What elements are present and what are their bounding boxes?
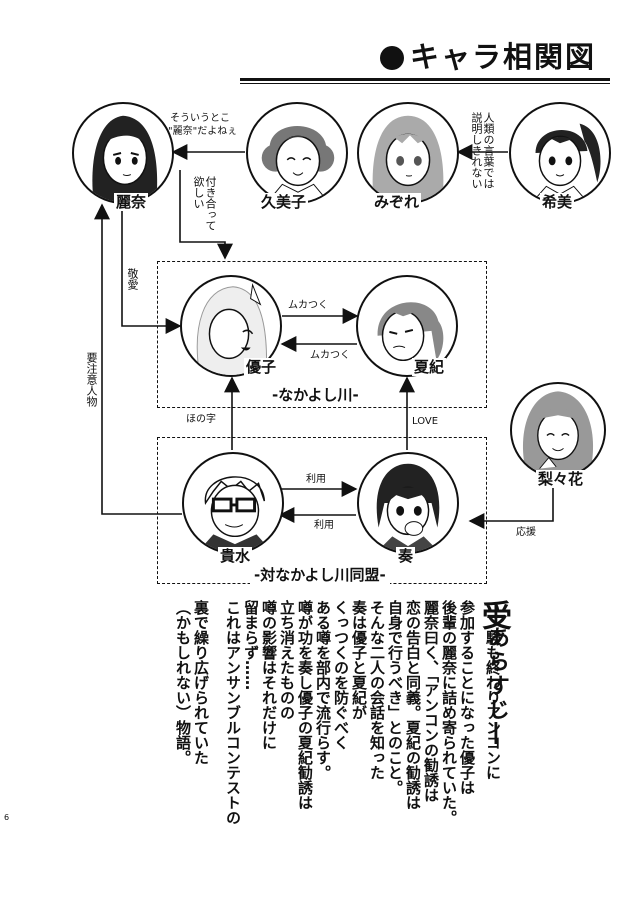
synopsis-line: 自身で行うべき」とのこと。 [386, 600, 404, 795]
label-reina-respect: 敬愛 [126, 268, 139, 290]
portrait-ririka [510, 382, 606, 478]
synopsis-line: 留まらず…… [242, 600, 260, 690]
takami-face-icon [197, 476, 273, 552]
group-label-nakayoshi: -なかよし川- [268, 384, 363, 405]
label-yuko-natsuki: ムカつく [288, 300, 328, 311]
label-kanade-natsuki: LOVE [412, 416, 439, 427]
synopsis-line: 参加することになった優子は [458, 600, 476, 795]
mizore-face-icon [372, 115, 444, 202]
name-nozomi: 希美 [540, 193, 575, 211]
name-reina: 麗奈 [114, 193, 149, 211]
kanade-face-icon [376, 463, 440, 552]
name-yuko: 優子 [244, 358, 279, 376]
portrait-takami [182, 452, 284, 554]
synopsis-line: 裏で繰り広げられていた [192, 600, 210, 765]
synopsis-line: 噂が功を奏し優子の夏紀勧誘は [296, 600, 314, 810]
label-reina-yuko-request-1: 付き合って [204, 176, 217, 231]
reina-face-icon [92, 115, 158, 202]
kumiko-face-icon [261, 126, 335, 202]
page-number: 6 [4, 813, 10, 822]
portrait-mizore [357, 102, 459, 204]
label-reina-yuko-request-2: 欲しい [192, 176, 205, 209]
name-takami: 貴水 [218, 547, 253, 565]
arrow-reina-yuko-request [179, 170, 233, 260]
arrow-ririka-kanade [468, 488, 554, 529]
portrait-reina [72, 102, 174, 204]
name-kanade: 奏 [396, 547, 416, 565]
portrait-nozomi [509, 102, 611, 204]
title-underline-thin [240, 83, 610, 84]
label-nozomi-mizore-1: 人類の言葉では [482, 112, 495, 189]
label-kumiko-reina-1: そういうとこ [170, 113, 230, 124]
synopsis-line: これはアンサンブルコンテストの [224, 600, 242, 825]
group-label-alliance: -対なかよし川同盟- [250, 564, 390, 585]
ririka-face-icon [522, 391, 594, 472]
title-underline [240, 78, 610, 81]
label-nozomi-mizore-2: 説明しきれない [470, 112, 483, 189]
synopsis-line: くっつくのを防ぐべく [332, 600, 350, 750]
name-mizore: みぞれ [372, 193, 422, 211]
synopsis-heading: ―あらすじ― [484, 602, 509, 746]
arrow-reina-yuko-respect [121, 200, 182, 334]
label-kanade-takami: 利用 [314, 520, 334, 531]
portrait-kumiko [246, 102, 348, 204]
label-ririka-kanade: 応援 [516, 527, 536, 538]
name-kumiko: 久美子 [259, 193, 309, 211]
synopsis-line: 麗奈曰く、「アンコンの勧誘は [422, 600, 440, 803]
synopsis-text: 受験も終わりアンコンに 参加することになった優子は 後輩の麗奈に詰め寄られていた… [110, 600, 511, 890]
title-bullet-icon [380, 46, 404, 70]
synopsis-line: 奏は優子と夏紀が [350, 600, 368, 720]
synopsis-line: 後輩の麗奈に詰め寄られていた。 [440, 600, 458, 825]
label-takami-kanade: 利用 [306, 474, 326, 485]
group-box-nakayoshi [157, 261, 487, 408]
label-natsuki-yuko: ムカつく [310, 350, 350, 361]
synopsis-line: （かもしれない）物語。 [174, 600, 192, 765]
synopsis-line: そんな二人の会話を知った [368, 600, 386, 780]
name-natsuki: 夏紀 [412, 358, 447, 376]
synopsis-drop-cap: 受 [476, 600, 511, 630]
page-title: キャラ相関図 [380, 34, 596, 76]
synopsis-line: 立ち消えたものの [278, 600, 296, 720]
synopsis-line: ある噂を部内で流行らす。 [314, 600, 332, 780]
label-takami-reina: 要注意人物 [85, 352, 98, 407]
synopsis-line: 噂の影響はそれだけに [260, 600, 278, 750]
label-takami-yuko: ほの字 [186, 414, 216, 425]
yuko-face-icon [196, 282, 268, 375]
name-ririka: 梨々花 [536, 470, 586, 488]
nozomi-face-icon [532, 123, 601, 202]
synopsis-line: 恋の告白と同義。夏紀の勧誘は [404, 600, 422, 810]
synopsis-line: 受験も終わりアンコンに [476, 600, 511, 780]
arrow-takami-reina [94, 203, 182, 515]
natsuki-face-icon [377, 302, 444, 362]
portrait-kanade [357, 452, 459, 554]
label-kumiko-reina-2: "麗奈"だよねぇ [168, 126, 238, 137]
